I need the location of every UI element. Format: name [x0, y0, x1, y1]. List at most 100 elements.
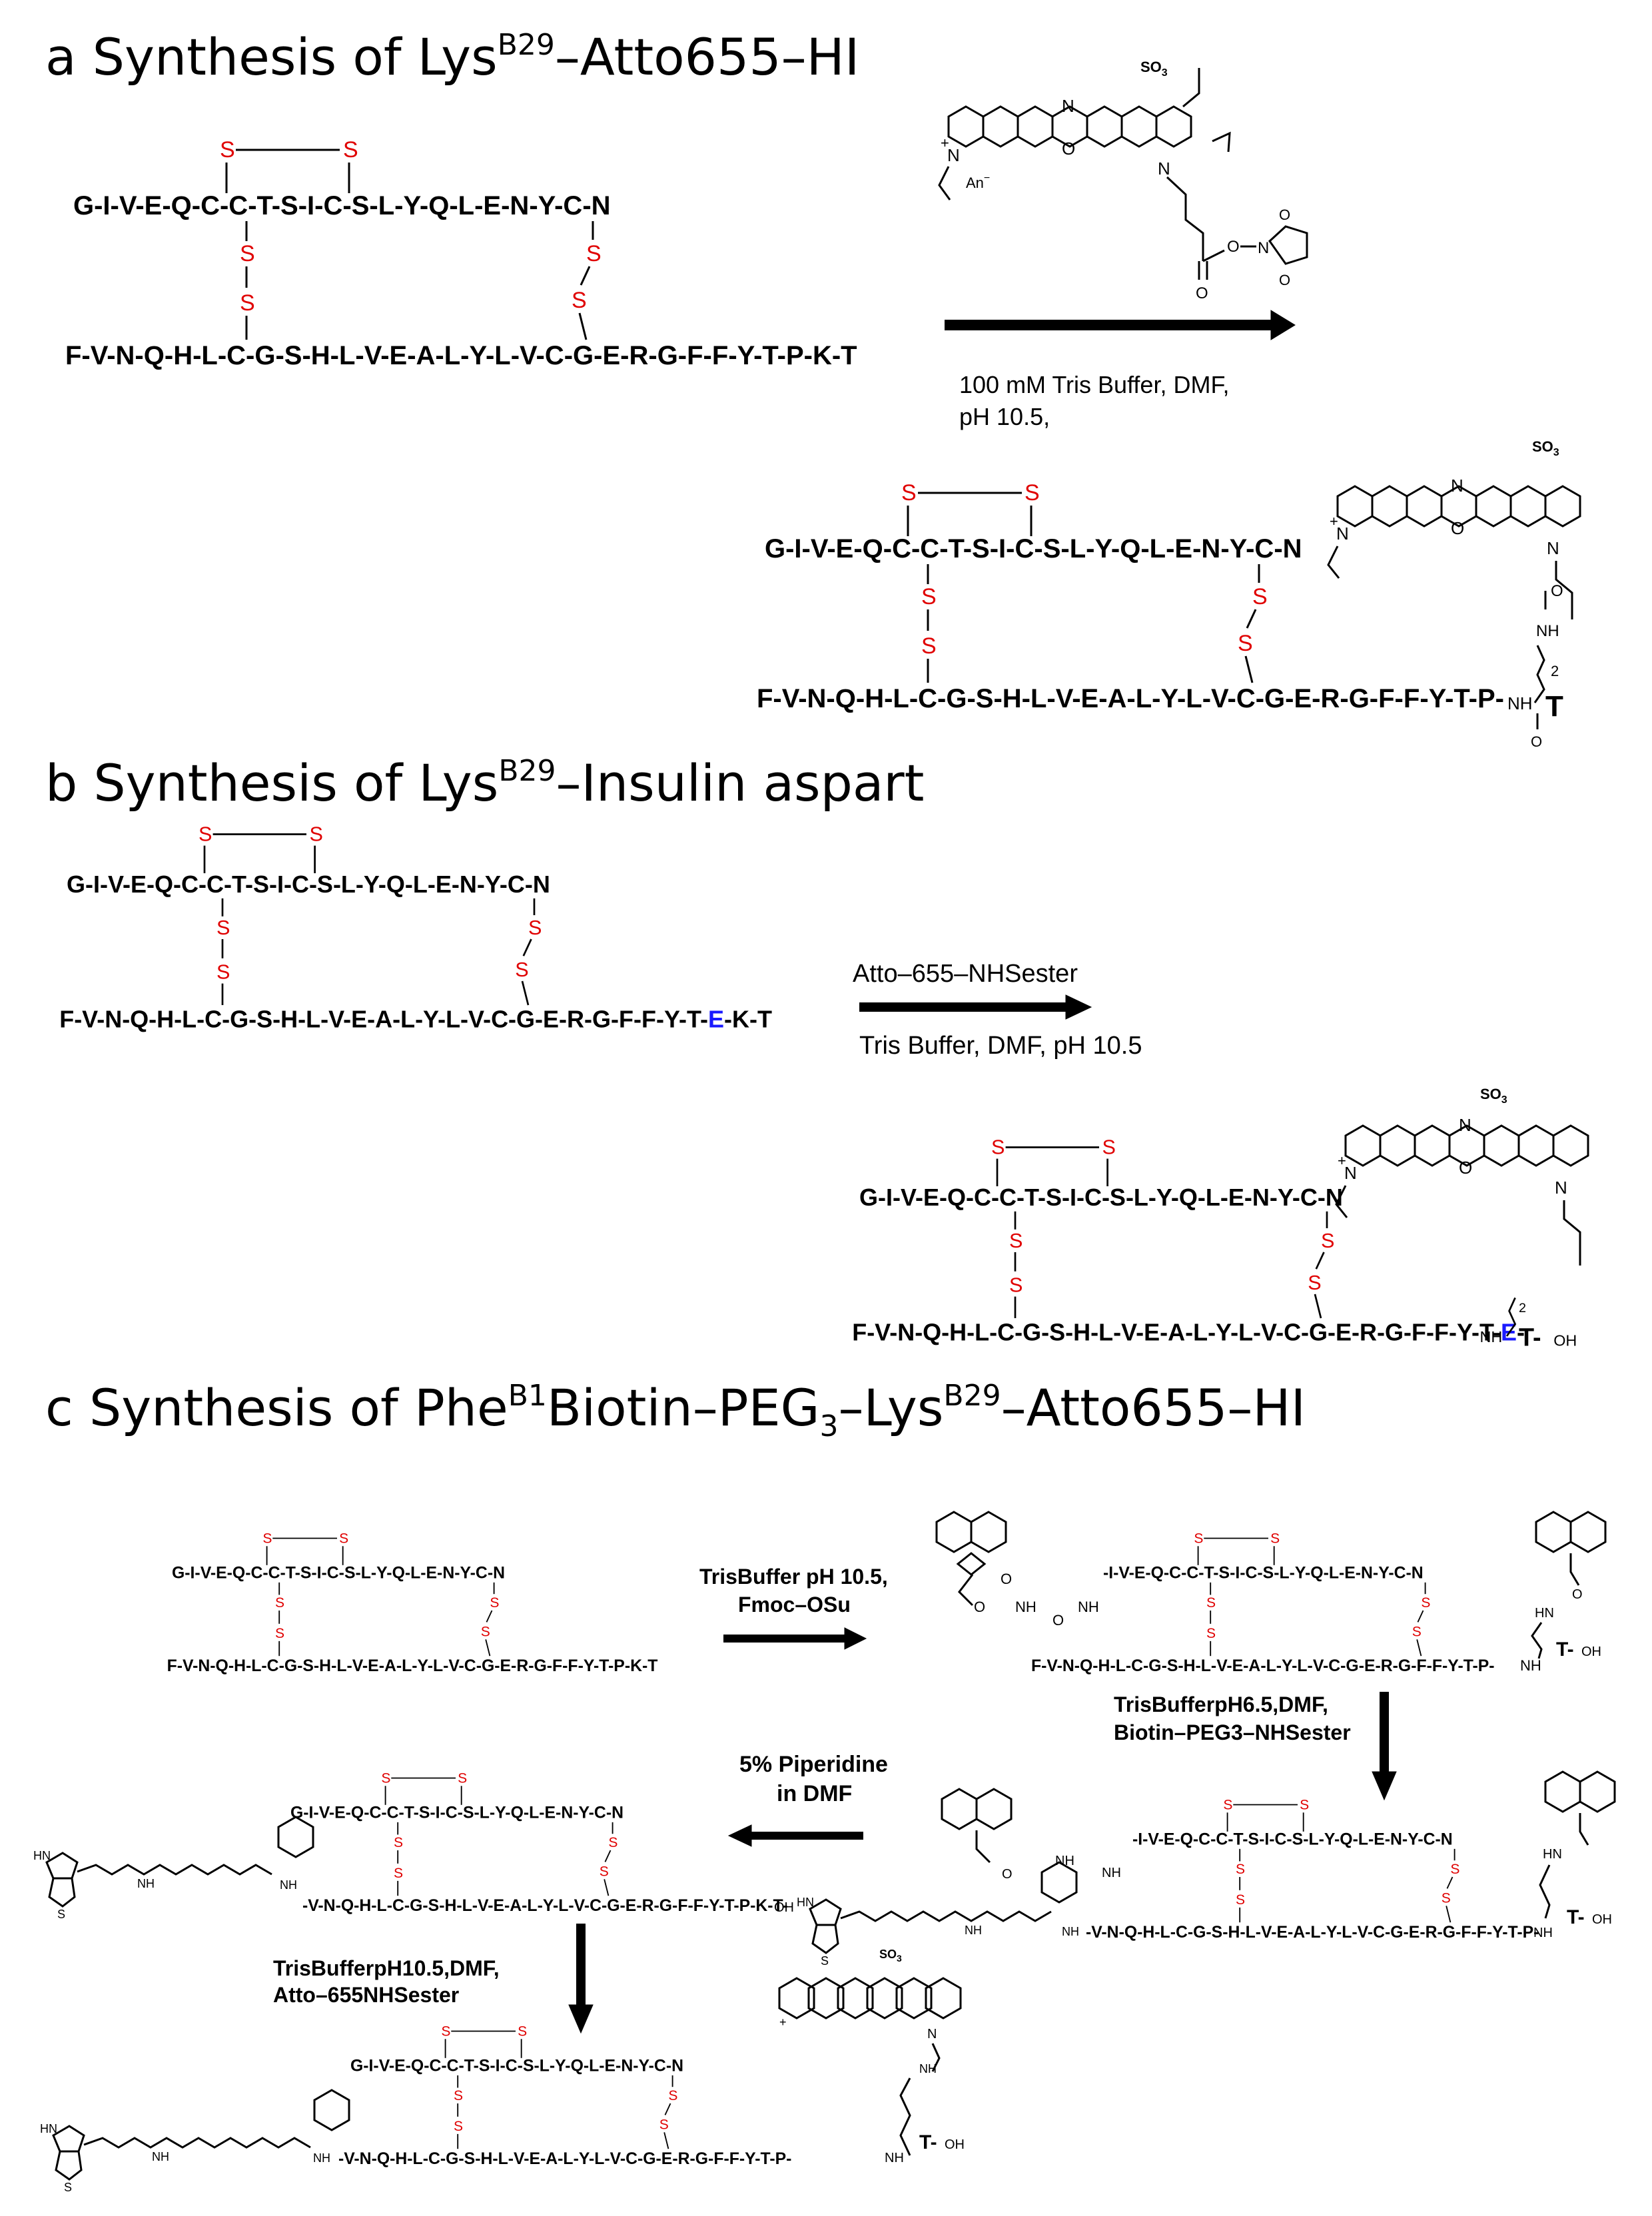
o-atom: O — [1002, 1867, 1013, 1882]
nh-label: NH — [280, 1878, 297, 1892]
o-atom: O — [1227, 238, 1240, 256]
plus: + — [779, 2016, 787, 2029]
subscript-2: 2 — [1519, 1301, 1526, 1315]
reaction-arrow-c2 — [1372, 1692, 1397, 1801]
reaction-arrow-c1 — [723, 1627, 867, 1650]
o-atom: O — [1551, 582, 1563, 600]
nh-label: NH — [1520, 1657, 1541, 1674]
s-atom: S — [821, 1954, 829, 1968]
sulfur: S — [921, 633, 937, 659]
reaction-arrow-c3 — [727, 1824, 863, 1847]
so3-group: SO3 — [879, 1948, 902, 1964]
hn-label: HN — [40, 2122, 57, 2135]
nh-label: NH — [1102, 1866, 1121, 1880]
step2-line2: Biotin–PEG3–NHSester — [1114, 1720, 1351, 1744]
sulfur: S — [275, 1595, 284, 1611]
sulfur: S — [572, 288, 587, 313]
sulfur: S — [1300, 1797, 1309, 1812]
atto655-nhs-reagent: N O N + An− N SO3 O O N O O — [938, 59, 1308, 302]
o-atom: O — [1531, 733, 1542, 750]
n-atom: N — [1459, 1115, 1471, 1135]
step1-line2: Fmoc–OSu — [738, 1593, 851, 1617]
oh-label: OH — [945, 2137, 965, 2152]
b-chain: F-V-N-Q-H-L-C-G-S-H-L-V-E-A-L-Y-L-V-C-G-… — [167, 1657, 658, 1675]
sulfur: S — [921, 584, 937, 609]
anion: An− — [966, 173, 990, 191]
sulfur: S — [600, 1864, 609, 1879]
fmoc-group: HN — [1539, 1770, 1616, 1919]
sulfur: S — [454, 2088, 463, 2103]
nh-label: NH — [1533, 1926, 1553, 1940]
n-atom: N — [1451, 476, 1463, 496]
o-atom: O — [1052, 1612, 1064, 1629]
sulfur: S — [608, 1835, 618, 1850]
panel-a-title: a Synthesis of LysB29–Atto655–HI — [45, 27, 859, 87]
plus: + — [941, 135, 949, 151]
o-atom: O — [1196, 284, 1208, 302]
panel-a: a Synthesis of LysB29–Atto655–HI G-I-V-E… — [45, 27, 1581, 750]
sulfur: S — [1412, 1624, 1422, 1639]
sulfur: S — [1223, 1797, 1232, 1812]
nh-label: NH — [919, 2062, 937, 2075]
sulfur: S — [310, 823, 323, 845]
oh-label: OH — [1592, 1912, 1612, 1927]
sulfur: S — [1236, 1862, 1245, 1877]
hn-label: HN — [1543, 1847, 1562, 1862]
nh-label: NH — [137, 1877, 155, 1890]
thr-terminal: T- — [1567, 1906, 1585, 1928]
sulfur: S — [240, 290, 255, 316]
a-chain: G-I-V-E-Q-C-C-T-S-I-C-S-L-Y-Q-L-E-N-Y-C-… — [73, 191, 611, 220]
step1-line1: TrisBuffer pH 10.5, — [699, 1565, 888, 1589]
atto655-dye-b: N O N + N SO3 — [1335, 1086, 1589, 1266]
nh-label: NH — [1055, 1854, 1074, 1868]
atto655-dye-a: N O N + N SO3 — [1327, 438, 1581, 619]
n-atom: N — [1062, 96, 1074, 116]
condition-a-line1: 100 mM Tris Buffer, DMF, — [959, 371, 1229, 398]
sulfur: S — [381, 1770, 390, 1786]
step3-line1: 5% Piperidine — [739, 1752, 888, 1777]
o-atom: O — [1279, 272, 1290, 288]
so3-group: SO3 — [1140, 59, 1168, 79]
reagent-b: Atto–655–NHSester — [853, 960, 1078, 988]
o-atom: O — [1279, 206, 1290, 223]
b-chain: F-V-N-Q-H-L-C-G-S-H-L-V-E-A-L-Y-L-V-C-G-… — [65, 341, 857, 370]
plus: + — [1338, 1152, 1346, 1169]
o-atom: O — [974, 1599, 985, 1615]
sulfur: S — [339, 1531, 348, 1546]
sulfur: S — [441, 2024, 450, 2039]
reaction-arrow-a — [945, 310, 1296, 340]
n-atom: N — [947, 145, 960, 165]
sulfur: S — [216, 960, 230, 983]
sulfur: S — [668, 2088, 677, 2103]
sulfur: S — [1009, 1274, 1023, 1296]
nh-label: NH — [1078, 1599, 1099, 1615]
hn-label: HN — [1535, 1606, 1554, 1621]
sulfur: S — [528, 917, 542, 939]
fmoc-group — [935, 1511, 1007, 1607]
o-atom: O — [1001, 1571, 1012, 1587]
sulfur: S — [586, 241, 602, 266]
o-atom: O — [1572, 1587, 1583, 1602]
b-chain: F-V-N-Q-H-L-C-G-S-H-L-V-E-A-L-Y-L-V-C-G-… — [852, 1318, 1525, 1345]
sulfur: S — [1102, 1136, 1116, 1158]
sulfur: S — [1421, 1595, 1430, 1611]
sulfur: S — [481, 1624, 490, 1639]
insulin-structure-c-start: G-I-V-E-Q-C-C-T-S-I-C-S-L-Y-Q-L-E-N-Y-C-… — [167, 1531, 658, 1675]
a-chain: G-I-V-E-Q-C-C-T-S-I-C-S-L-Y-Q-L-E-N-Y-C-… — [290, 1804, 623, 1822]
biotin-fmoc-insulin: O NH NH -I-V-E-Q-C-C-T-S-I-C-S-L-Y-Q-L-E… — [797, 1770, 1616, 1968]
nh-label: NH — [1536, 622, 1559, 640]
hn-label: HN — [33, 1849, 51, 1862]
fmoc-group: O HN — [1531, 1511, 1607, 1659]
n-atom: N — [1555, 1178, 1567, 1198]
reaction-arrow-c4 — [568, 1924, 594, 2034]
o-atom: O — [1062, 139, 1075, 159]
nh-label: NH — [885, 2151, 904, 2165]
thr-terminal: T- — [919, 2131, 937, 2153]
nh-label: NH — [965, 1924, 982, 1937]
a-chain: G-I-V-E-Q-C-C-T-S-I-C-S-L-Y-Q-L-E-N-Y-C-… — [67, 871, 550, 898]
sulfur: S — [275, 1626, 284, 1641]
condition-a-line2: pH 10.5, — [959, 403, 1050, 430]
b-chain: F-V-N-Q-H-L-C-G-S-H-L-V-E-A-L-Y-L-V-C-G-… — [59, 1005, 772, 1032]
sulfur: S — [1236, 1892, 1245, 1908]
